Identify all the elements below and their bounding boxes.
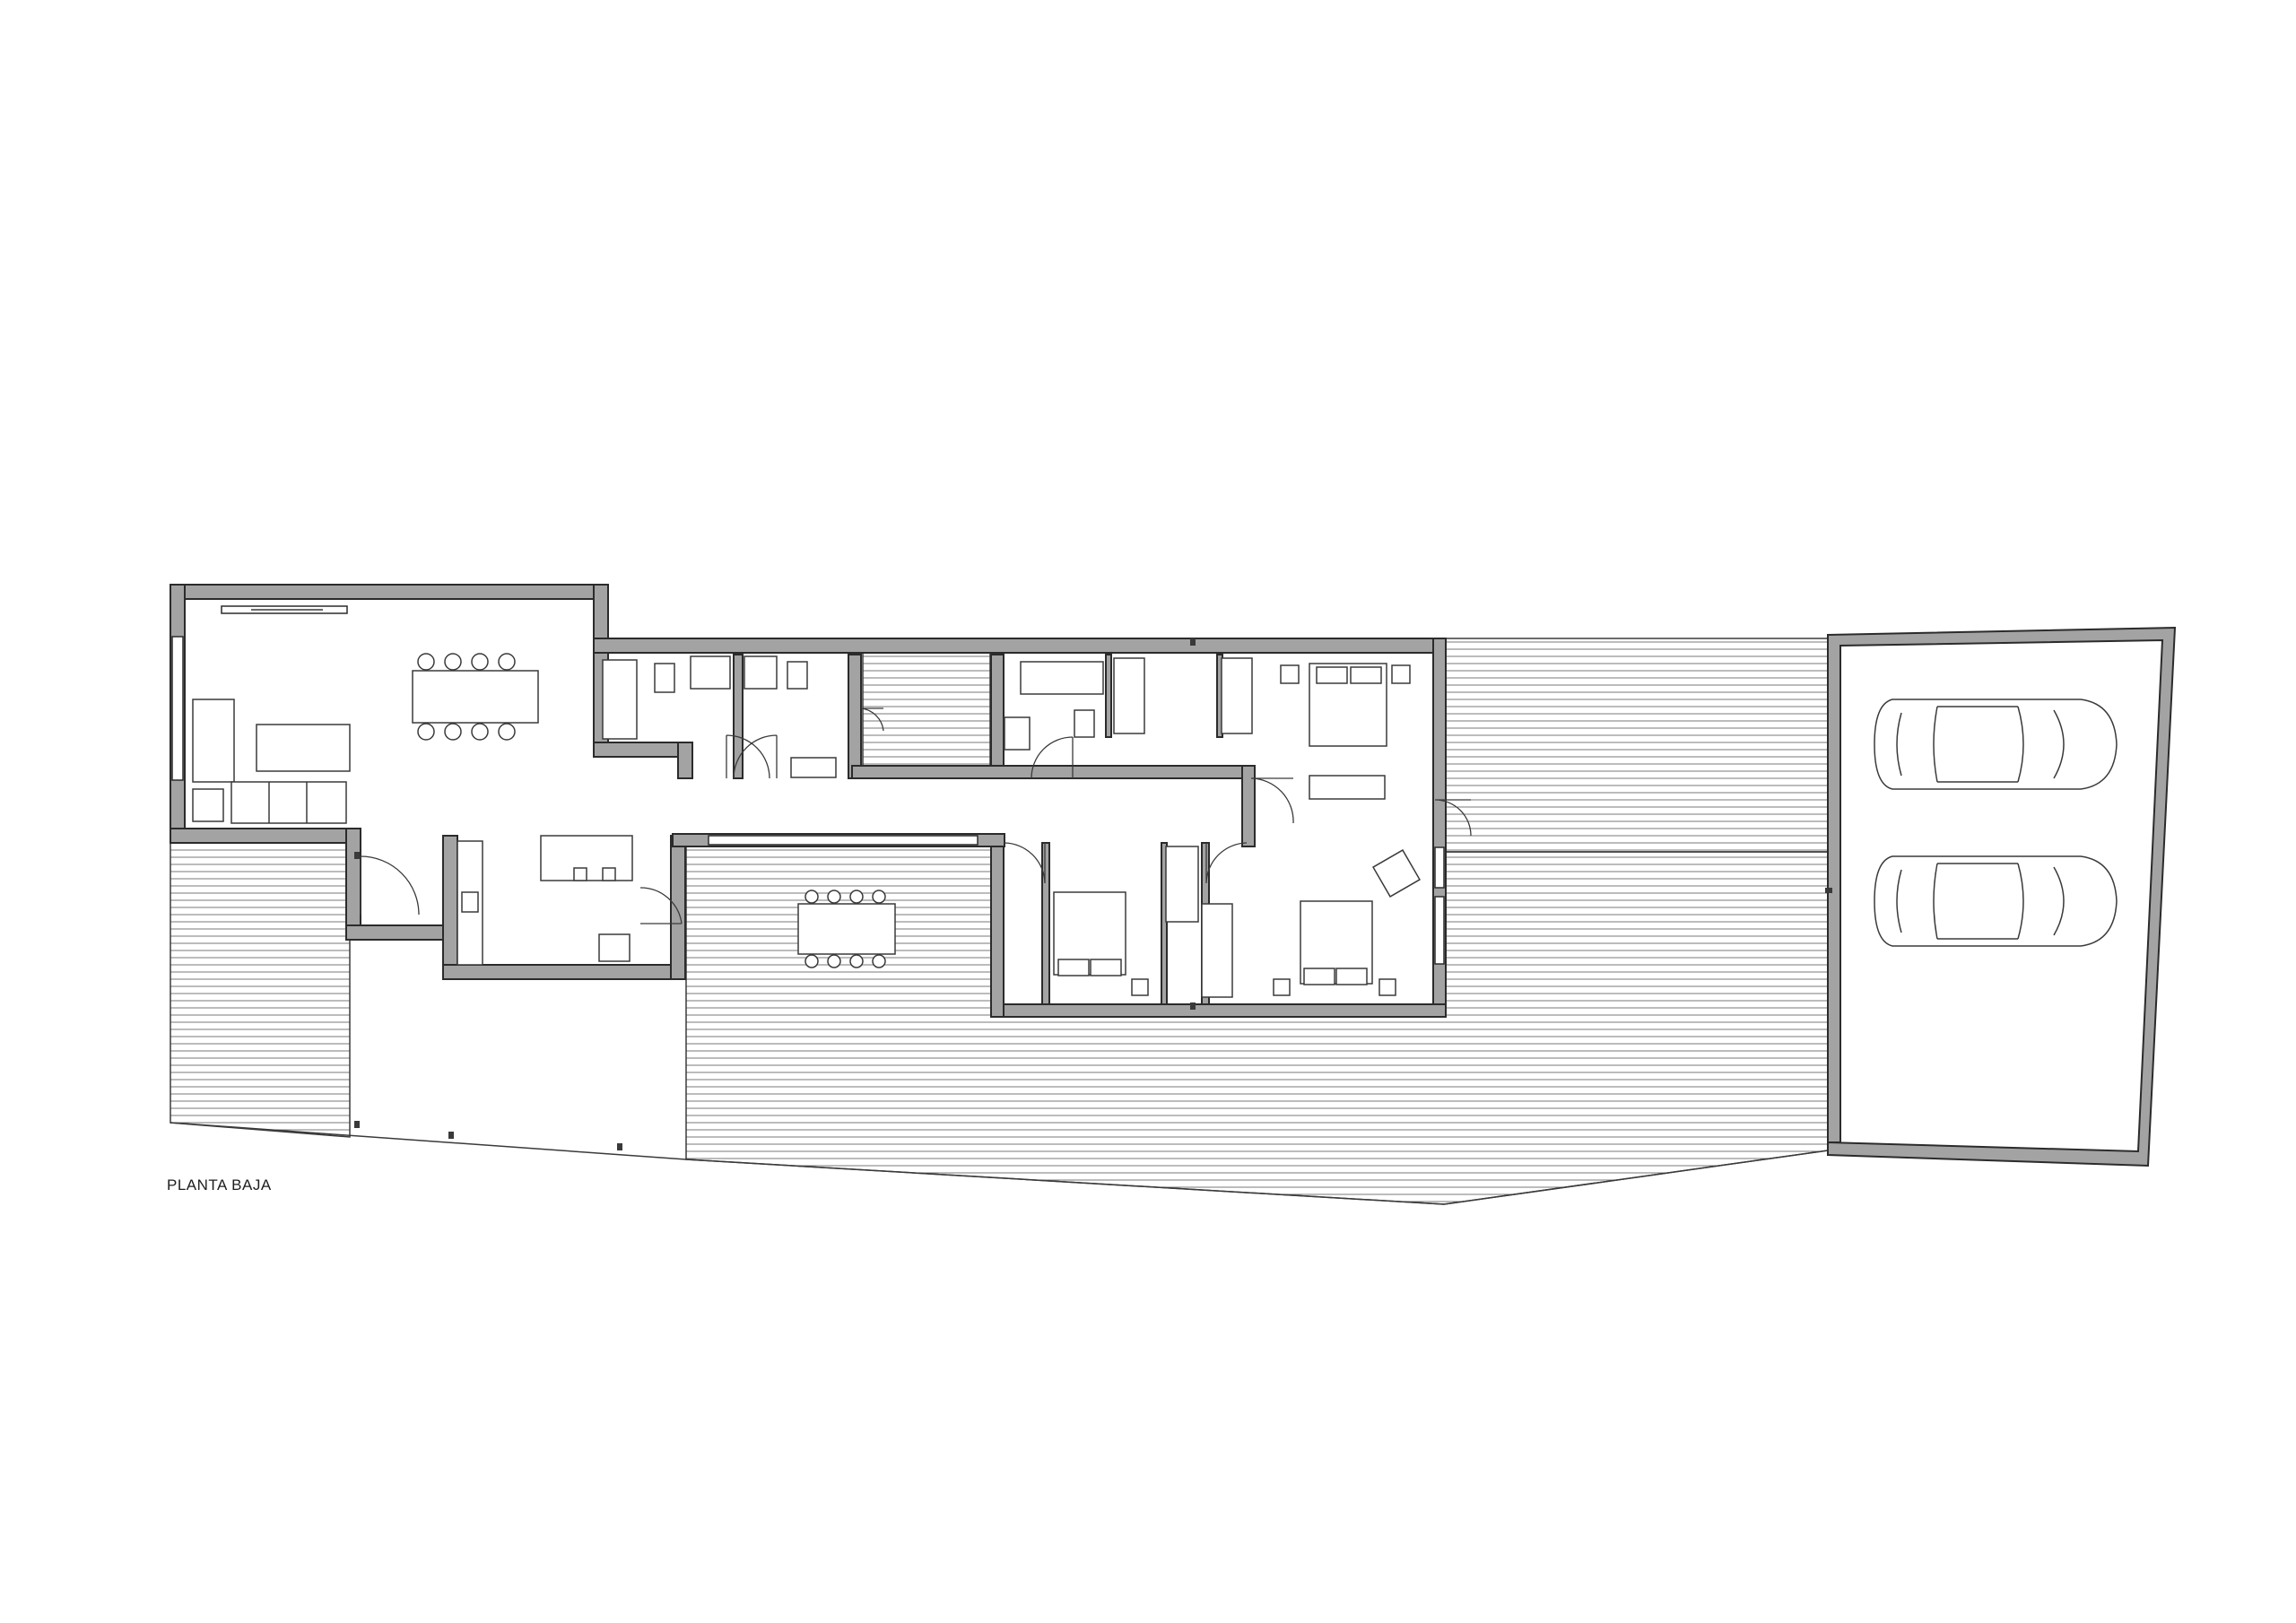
window — [171, 636, 184, 781]
pillow — [1350, 666, 1382, 684]
toilet — [787, 661, 808, 690]
nightstand — [1378, 978, 1396, 996]
pillow — [1057, 959, 1090, 976]
chairs — [417, 653, 516, 741]
toilet — [1074, 709, 1095, 738]
sink — [461, 891, 479, 913]
armchair — [1372, 849, 1421, 898]
washbasin — [690, 655, 731, 690]
coffee-table — [256, 724, 351, 772]
car-top — [1874, 699, 2118, 790]
armchair — [192, 788, 224, 822]
furniture — [192, 653, 1421, 998]
window — [708, 835, 978, 846]
desk — [1309, 775, 1386, 800]
bathtub — [1020, 661, 1104, 695]
wardrobe — [1113, 657, 1145, 734]
stool — [573, 867, 587, 881]
sofa — [230, 781, 347, 824]
pillow — [1316, 666, 1348, 684]
toilet — [654, 663, 675, 693]
wardrobe — [1221, 657, 1253, 734]
washer — [790, 757, 837, 778]
terrace-east — [1443, 638, 1829, 853]
sofa — [192, 699, 235, 783]
window — [1434, 896, 1445, 965]
nightstand — [1391, 664, 1411, 684]
pillow — [1090, 959, 1122, 976]
wardrobe — [1201, 903, 1233, 998]
washbasin — [744, 655, 778, 690]
plot-boundary — [170, 1122, 1829, 1205]
chairs — [804, 890, 886, 968]
dining-table — [412, 670, 539, 724]
outdoor-table — [797, 903, 896, 955]
pillow — [1303, 968, 1335, 985]
nightstand — [1273, 978, 1291, 996]
doors — [360, 707, 1472, 924]
washbasin — [1004, 716, 1031, 751]
terraces — [170, 638, 1829, 1205]
columns — [354, 638, 1832, 1150]
garage-walls — [1827, 626, 2177, 1167]
wardrobe — [1165, 846, 1199, 923]
bathtub — [602, 659, 638, 740]
nightstand — [1280, 664, 1300, 684]
cooktop — [598, 933, 631, 962]
nightstand — [1131, 978, 1149, 996]
plan-caption: PLANTA BAJA — [167, 1176, 272, 1193]
terrace-left — [170, 842, 351, 1138]
car-top — [1874, 855, 2118, 947]
garage — [1827, 626, 2177, 1167]
windows — [171, 605, 1445, 965]
stool — [602, 867, 616, 881]
patio-court — [862, 651, 991, 778]
pillow — [1335, 968, 1368, 985]
window — [1434, 846, 1445, 889]
